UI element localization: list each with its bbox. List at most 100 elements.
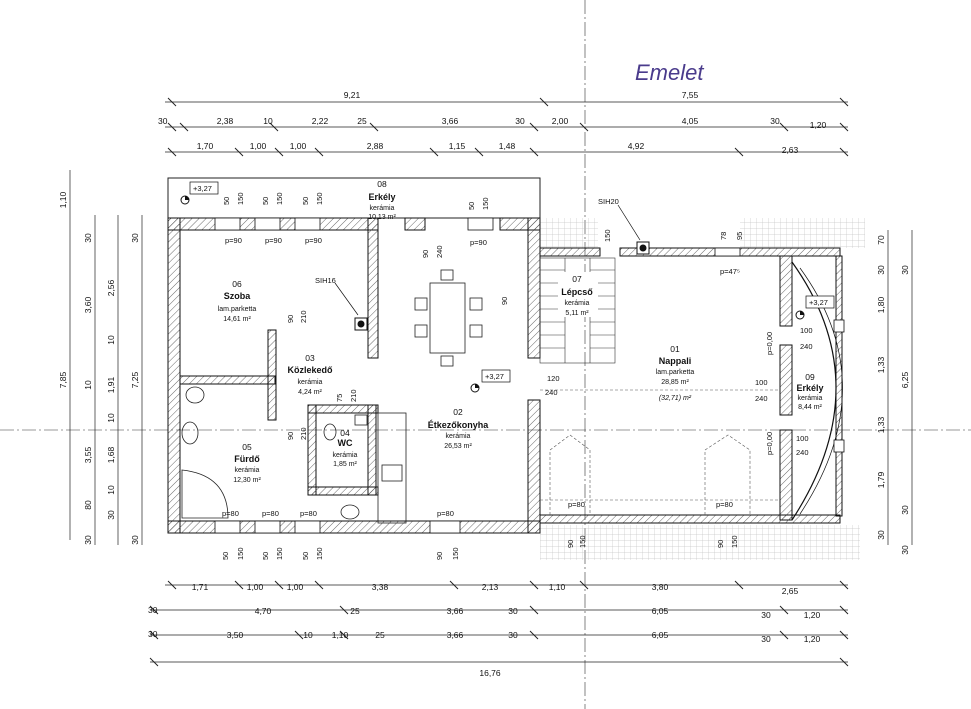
svg-text:50: 50 xyxy=(301,197,310,205)
dim-bottom-3: 25 xyxy=(375,630,385,640)
svg-text:30: 30 xyxy=(83,535,93,545)
dim-bottom-1: 3,80 xyxy=(652,582,669,592)
dim-top-2: 30 xyxy=(158,116,168,126)
opening-height: 240 xyxy=(545,388,558,397)
dim-top-2: 4,05 xyxy=(682,116,699,126)
dim-top-1: 9,21 xyxy=(344,90,361,100)
svg-text:1,91: 1,91 xyxy=(106,376,116,393)
dim-bottom-3: 3,50 xyxy=(227,630,244,640)
parapet-label: p=90 xyxy=(305,236,322,245)
dim-top-2: 2,22 xyxy=(312,116,329,126)
room-02-name: Étkezőkonyha xyxy=(428,420,490,430)
dim-bottom-2: 25 xyxy=(350,606,360,616)
room-07-number: 07 xyxy=(572,274,582,284)
dim-top-1: 7,55 xyxy=(682,90,699,100)
dim-bottom-2: 3,66 xyxy=(447,606,464,616)
dim-top-3: 1,70 xyxy=(197,141,214,151)
svg-text:210: 210 xyxy=(299,310,308,323)
svg-text:80: 80 xyxy=(83,500,93,510)
svg-text:75: 75 xyxy=(335,394,344,402)
svg-text:210: 210 xyxy=(349,389,358,402)
svg-text:30: 30 xyxy=(130,535,140,545)
svg-text:30: 30 xyxy=(900,265,910,275)
room-02: 02 Étkezőkonyha kerámia 26,53 m² xyxy=(428,407,490,450)
room-01-name: Nappali xyxy=(659,356,692,366)
svg-text:1,80: 1,80 xyxy=(876,296,886,313)
room-08-name: Erkély xyxy=(368,192,395,202)
dim-bottom-2: 1,20 xyxy=(804,610,821,620)
kitchen-counter xyxy=(377,412,407,524)
room-03-area: 4,24 m² xyxy=(298,389,322,396)
room-09-area: 8,44 m² xyxy=(798,404,822,411)
opening-width: 120 xyxy=(547,374,560,383)
dim-bottom-1: 2,65 xyxy=(782,586,799,596)
svg-text:50: 50 xyxy=(301,552,310,560)
room-05-name: Fürdő xyxy=(234,454,260,464)
svg-text:150: 150 xyxy=(315,547,324,560)
dim-bottom-1: 1,00 xyxy=(247,582,264,592)
dimension-ticks xyxy=(149,97,849,667)
parapet-label: p=80 xyxy=(262,509,279,518)
room-07-name: Lépcső xyxy=(561,287,593,297)
level-label-1: +3,27 xyxy=(193,184,212,193)
dim-bottom-1: 1,10 xyxy=(549,582,566,592)
dim-top-2: 1,20 xyxy=(810,120,827,130)
parapet-label: p=80 xyxy=(222,509,239,518)
parapet-label: p=90 xyxy=(225,236,242,245)
room-08-area: 10,13 m² xyxy=(368,214,396,221)
room-09-number: 09 xyxy=(805,372,815,382)
svg-text:30: 30 xyxy=(876,265,886,275)
svg-text:95: 95 xyxy=(735,232,744,240)
dim-bottom-3: 1,10 xyxy=(332,630,349,640)
room-09: 09 Erkély kerámia 8,44 m² xyxy=(796,372,823,411)
level-label-2: +3,27 xyxy=(485,372,504,381)
dim-top-2: 10 xyxy=(263,116,273,126)
svg-text:30: 30 xyxy=(900,545,910,555)
opening-height: 240 xyxy=(796,448,809,457)
svg-text:150: 150 xyxy=(236,547,245,560)
svg-text:10: 10 xyxy=(83,380,93,390)
dim-top-3: 1,48 xyxy=(499,141,516,151)
dim-top-2: 30 xyxy=(515,116,525,126)
dim-bottom-2: 30 xyxy=(508,606,518,616)
room-01: 01 Nappali lam.parketta 28,85 m² (32,71)… xyxy=(656,344,695,402)
dim-bottom-3: 3,66 xyxy=(447,630,464,640)
level-label-3: +3,27 xyxy=(809,298,828,307)
dim-bottom-total: 16,76 xyxy=(479,668,501,678)
dimension-labels: 9,21 7,55 30 2,38 10 2,22 25 3,66 30 2,0… xyxy=(58,90,910,678)
dim-left: 1,10 xyxy=(58,191,68,208)
room-03-floor: kerámia xyxy=(298,379,323,386)
floor-note: Emelet xyxy=(635,60,704,85)
dim-bottom-3: 30 xyxy=(508,630,518,640)
room-07: 07 Lépcső kerámia 5,11 m² xyxy=(558,272,598,317)
heaters: SIH20 SIH16 xyxy=(315,197,650,331)
room-06-number: 06 xyxy=(232,279,242,289)
room-03: 03 Közlekedő kerámia 4,24 m² xyxy=(287,353,333,396)
svg-text:90: 90 xyxy=(286,432,295,440)
svg-text:150: 150 xyxy=(451,547,460,560)
dim-left: 7,85 xyxy=(58,371,68,388)
level-markers: +3,27 +3,27 +3,27 xyxy=(180,181,835,393)
room-06-floor: lam.parketta xyxy=(218,306,257,313)
svg-text:150: 150 xyxy=(275,547,284,560)
svg-text:2,56: 2,56 xyxy=(106,279,116,296)
svg-text:90: 90 xyxy=(435,552,444,560)
dim-top-3: 1,15 xyxy=(449,141,466,151)
roof-areas xyxy=(540,218,865,560)
room-07-area: 5,11 m² xyxy=(565,310,589,317)
room-02-number: 02 xyxy=(453,407,463,417)
window-openings xyxy=(214,217,845,534)
svg-text:70: 70 xyxy=(876,235,886,245)
svg-text:30: 30 xyxy=(900,505,910,515)
dim-bottom-1: 3,38 xyxy=(372,582,389,592)
dim-bottom-3: 1,20 xyxy=(804,634,821,644)
parapet-label: p=80 xyxy=(716,500,733,509)
room-08-number: 08 xyxy=(377,179,387,189)
svg-text:90: 90 xyxy=(286,315,295,323)
svg-text:10: 10 xyxy=(106,485,116,495)
dim-top-3: 2,88 xyxy=(367,141,384,151)
parapet-label: p=47⁵ xyxy=(720,267,740,276)
parapet-label: p=90 xyxy=(265,236,282,245)
